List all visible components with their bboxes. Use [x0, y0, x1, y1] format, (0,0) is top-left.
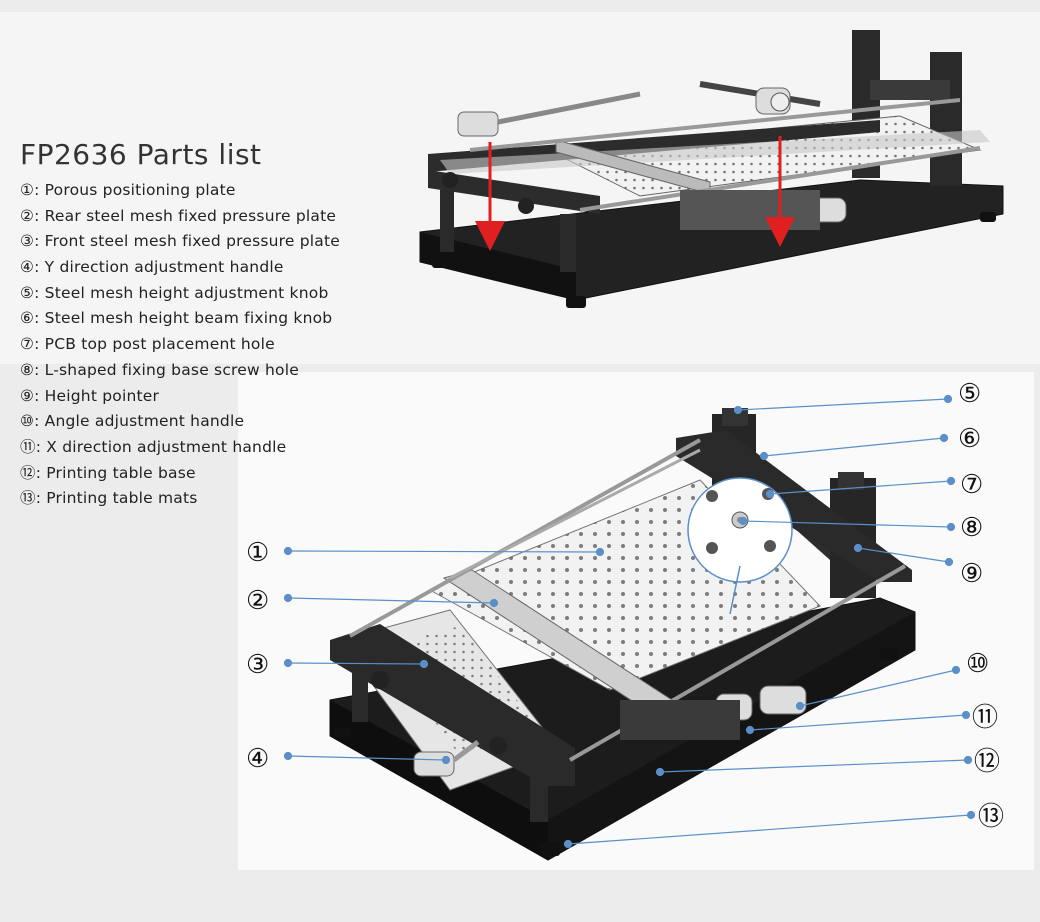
part-number: ⑬: [20, 489, 36, 508]
part-item-1: ①: Porous positioning plate: [20, 180, 340, 206]
part-label: : Steel mesh height adjustment knob: [34, 283, 329, 302]
part-number: ⑫: [20, 463, 36, 482]
part-number: ⑥: [20, 309, 35, 328]
callout-11: ⑪: [972, 703, 998, 733]
parts-list-title: FP2636 Parts list: [20, 138, 262, 171]
part-label: : Y direction adjustment handle: [34, 258, 284, 277]
callout-5: ⑤: [958, 379, 981, 409]
part-item-4: ④: Y direction adjustment handle: [20, 257, 340, 283]
part-label: : X direction adjustment handle: [35, 437, 287, 456]
part-item-8: ⑧: L-shaped fixing base screw hole: [20, 360, 340, 386]
part-number: ⑪: [20, 437, 36, 456]
part-item-11: ⑪: X direction adjustment handle: [20, 437, 340, 463]
part-number: ②: [20, 206, 35, 225]
part-item-2: ②: Rear steel mesh fixed pressure plate: [20, 206, 340, 232]
part-label: : Steel mesh height beam fixing knob: [34, 309, 333, 328]
callout-12: ⑫: [974, 747, 1000, 777]
callout-2: ②: [246, 586, 269, 616]
parts-list: ①: Porous positioning plate ②: Rear stee…: [20, 180, 340, 514]
magnifier-circle: [687, 477, 793, 583]
part-number: ⑩: [20, 412, 35, 431]
part-item-5: ⑤: Steel mesh height adjustment knob: [20, 283, 340, 309]
callout-7: ⑦: [960, 470, 983, 500]
part-label: : L-shaped fixing base screw hole: [34, 360, 299, 379]
callout-4: ④: [246, 744, 269, 774]
part-label: : Height pointer: [34, 386, 160, 405]
part-label: : PCB top post placement hole: [34, 335, 275, 354]
callout-numbers: ① ② ③ ④ ⑤ ⑥ ⑦ ⑧ ⑨ ⑩ ⑪ ⑫ ⑬: [246, 379, 1004, 832]
part-number: ④: [20, 258, 35, 277]
part-item-10: ⑩: Angle adjustment handle: [20, 411, 340, 437]
part-item-12: ⑫: Printing table base: [20, 463, 340, 489]
leader-lines: [283, 394, 976, 849]
part-item-9: ⑨: Height pointer: [20, 386, 340, 412]
top-machine: [419, 30, 1004, 308]
part-item-7: ⑦: PCB top post placement hole: [20, 334, 340, 360]
part-number: ⑦: [20, 335, 35, 354]
part-number: ⑨: [20, 386, 35, 405]
callout-6: ⑥: [958, 424, 981, 454]
callout-13: ⑬: [978, 802, 1004, 832]
part-number: ①: [20, 181, 35, 199]
part-label: : Printing table mats: [35, 489, 198, 508]
part-item-3: ③: Front steel mesh fixed pressure plate: [20, 231, 340, 257]
part-item-6: ⑥: Steel mesh height beam fixing knob: [20, 308, 340, 334]
callout-8: ⑧: [960, 513, 983, 543]
part-number: ⑤: [20, 283, 35, 302]
part-label: : Front steel mesh fixed pressure plate: [34, 232, 341, 251]
callout-3: ③: [246, 650, 269, 680]
callout-9: ⑨: [960, 559, 983, 589]
part-item-13: ⑬: Printing table mats: [20, 488, 340, 514]
part-label: : Rear steel mesh fixed pressure plate: [34, 206, 337, 225]
bottom-machine: [329, 408, 916, 861]
part-number: ⑧: [20, 360, 35, 379]
part-label: : Angle adjustment handle: [34, 412, 245, 431]
part-label: : Printing table base: [35, 463, 196, 482]
part-number: ③: [20, 232, 35, 251]
callout-10: ⑩: [966, 649, 989, 679]
callout-1: ①: [246, 538, 269, 568]
part-label: : Porous positioning plate: [34, 181, 236, 199]
